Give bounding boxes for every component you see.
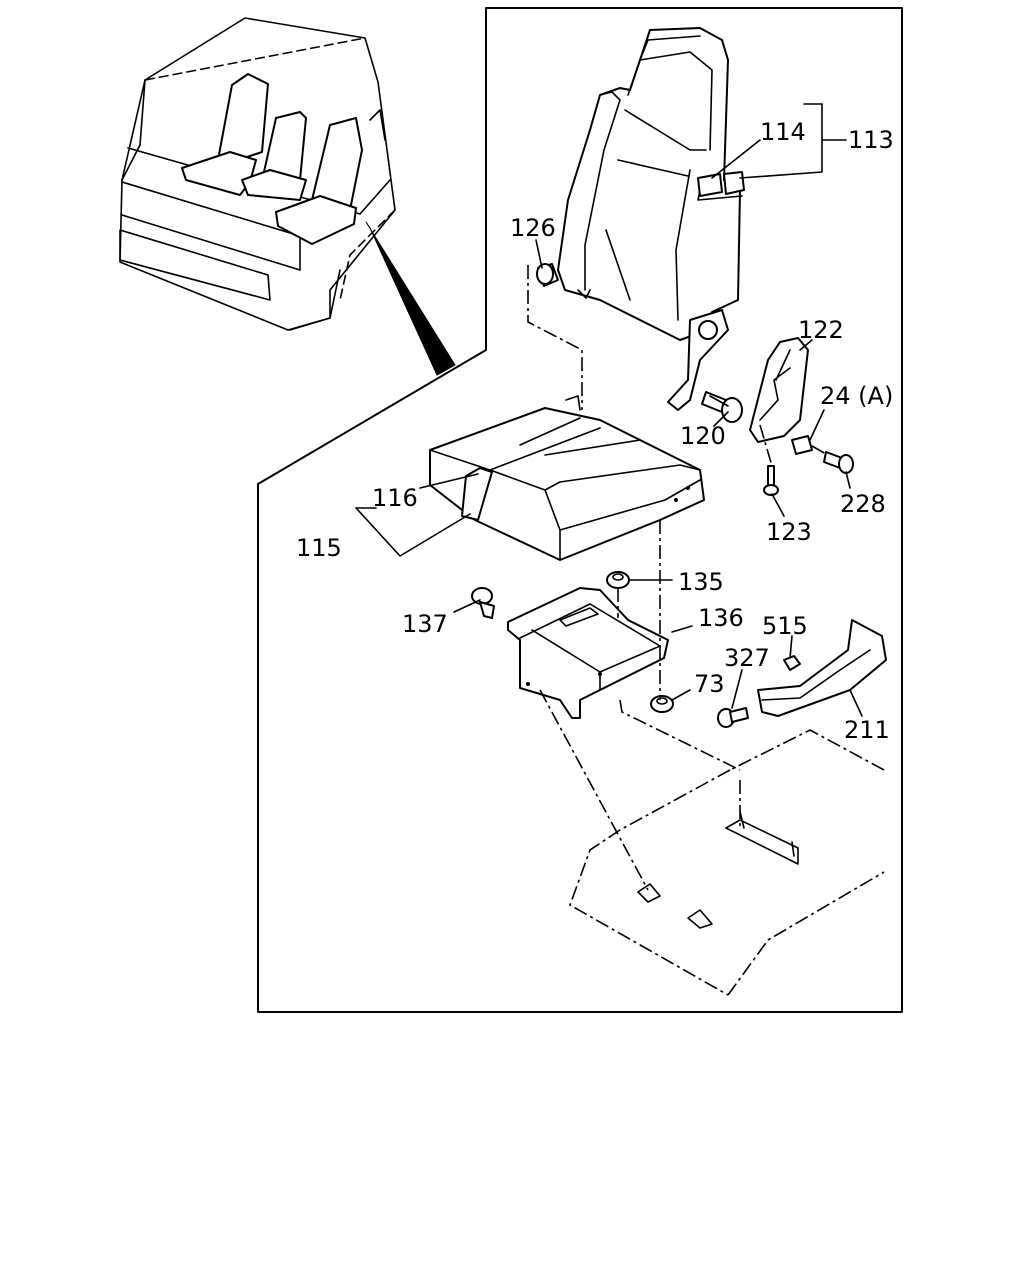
cab-overview-illustration bbox=[119, 17, 456, 376]
screw-123 bbox=[763, 465, 779, 496]
bolt-137 bbox=[471, 587, 495, 619]
callout-211: 211 bbox=[844, 716, 890, 744]
bolt-126 bbox=[536, 263, 559, 287]
assembly-lines bbox=[527, 265, 827, 891]
leader-lines bbox=[355, 103, 863, 717]
callout-73: 73 bbox=[694, 670, 725, 698]
callout-228: 228 bbox=[840, 490, 886, 518]
callout-120: 120 bbox=[680, 422, 726, 450]
clip-515 bbox=[783, 655, 801, 671]
seat-cushion bbox=[429, 395, 705, 561]
callout-116: 116 bbox=[372, 484, 418, 512]
seat-back bbox=[557, 27, 745, 411]
callout-113: 113 bbox=[848, 126, 894, 154]
callout-136: 136 bbox=[698, 604, 744, 632]
washer-24a bbox=[791, 435, 813, 455]
callout-327: 327 bbox=[724, 644, 770, 672]
seat-bracket-136 bbox=[507, 587, 669, 719]
screw-228 bbox=[823, 451, 854, 474]
callout-24a: 24 (A) bbox=[820, 382, 893, 410]
callout-122: 122 bbox=[798, 316, 844, 344]
callout-126: 126 bbox=[510, 214, 556, 242]
nut-135 bbox=[606, 571, 630, 589]
callout-114: 114 bbox=[760, 118, 806, 146]
callout-115: 115 bbox=[296, 534, 342, 562]
callout-135: 135 bbox=[678, 568, 724, 596]
bolt-327 bbox=[717, 707, 749, 728]
bolt-120 bbox=[701, 391, 743, 423]
nut-73 bbox=[650, 695, 674, 713]
hinge-cover-122 bbox=[749, 337, 809, 443]
side-cover-211 bbox=[757, 619, 887, 717]
callout-137: 137 bbox=[402, 610, 448, 638]
zoom-pointer bbox=[365, 221, 456, 376]
cab-floor-panel bbox=[569, 699, 885, 996]
callout-515: 515 bbox=[762, 612, 808, 640]
callout-123: 123 bbox=[766, 518, 812, 546]
diagram-frame bbox=[257, 7, 903, 1013]
callout-labels: 113 114 126 122 24 (A) 120 116 228 123 1… bbox=[296, 118, 894, 744]
